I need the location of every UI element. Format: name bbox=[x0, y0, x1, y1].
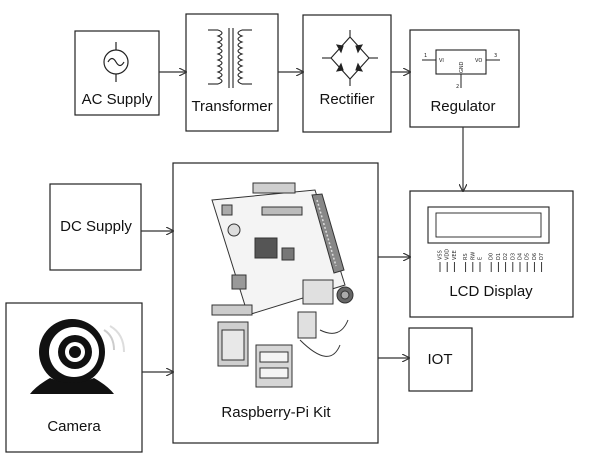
regulator-pin-1: 1 bbox=[424, 53, 427, 59]
lcd-pin-label: D3 bbox=[510, 253, 516, 260]
regulator-pin-2: 2 bbox=[456, 84, 459, 90]
rectifier-block: Rectifier bbox=[302, 14, 392, 133]
raspberry-pi-label: Raspberry-Pi Kit bbox=[221, 404, 331, 421]
iot-label: IOT bbox=[428, 351, 453, 368]
raspberry-pi-board-image bbox=[211, 182, 354, 388]
regulator-pin-vo: VO bbox=[475, 58, 482, 64]
dc-supply-label: DC Supply bbox=[60, 218, 132, 235]
lcd-pin-label: VDD bbox=[445, 249, 451, 260]
regulator-pin-3: 3 bbox=[494, 53, 497, 59]
iot-block: IOT bbox=[408, 327, 473, 392]
regulator-ic-icon: VI VO GND 1 3 2 bbox=[422, 49, 500, 90]
rectifier-label: Rectifier bbox=[319, 91, 374, 108]
regulator-label: Regulator bbox=[430, 98, 495, 115]
connectors bbox=[141, 72, 463, 372]
lcd-pin-label: RS bbox=[463, 253, 469, 260]
camera-label: Camera bbox=[47, 418, 101, 435]
lcd-pin-label: VEE bbox=[452, 250, 458, 260]
lcd-pin-label: D0 bbox=[489, 253, 495, 260]
lcd-pin-label: D2 bbox=[503, 253, 509, 260]
lcd-pin-label: D7 bbox=[539, 253, 545, 260]
ac-source-icon bbox=[103, 42, 129, 82]
transformer-icon bbox=[208, 28, 252, 88]
regulator-pin-gnd: GND bbox=[459, 61, 465, 73]
lcd-pin-label: D5 bbox=[525, 253, 531, 260]
lcd-pin-label: E bbox=[478, 257, 484, 260]
lcd-pin-label: RW bbox=[470, 252, 476, 260]
dc-supply-block: DC Supply bbox=[49, 183, 142, 271]
lcd-pin-label: D4 bbox=[518, 253, 524, 260]
lcd-pin-label: D6 bbox=[532, 253, 538, 260]
ac-supply-label: AC Supply bbox=[82, 91, 153, 108]
lcd-pin-label: D1 bbox=[496, 253, 502, 260]
regulator-pin-vi: VI bbox=[439, 58, 444, 64]
camera-block: Camera bbox=[5, 302, 143, 453]
lcd-pin-label: VSS bbox=[438, 250, 444, 260]
raspberry-pi-block: Raspberry-Pi Kit bbox=[172, 162, 379, 444]
ac-supply-block: AC Supply bbox=[74, 30, 160, 116]
transformer-label: Transformer bbox=[191, 98, 272, 115]
transformer-block: Transformer bbox=[185, 13, 279, 132]
regulator-block: VI VO GND 1 3 2 Regulator bbox=[409, 29, 520, 128]
webcam-icon bbox=[30, 319, 125, 394]
bridge-rectifier-icon bbox=[322, 30, 378, 86]
lcd-display-label: LCD Display bbox=[449, 283, 533, 300]
